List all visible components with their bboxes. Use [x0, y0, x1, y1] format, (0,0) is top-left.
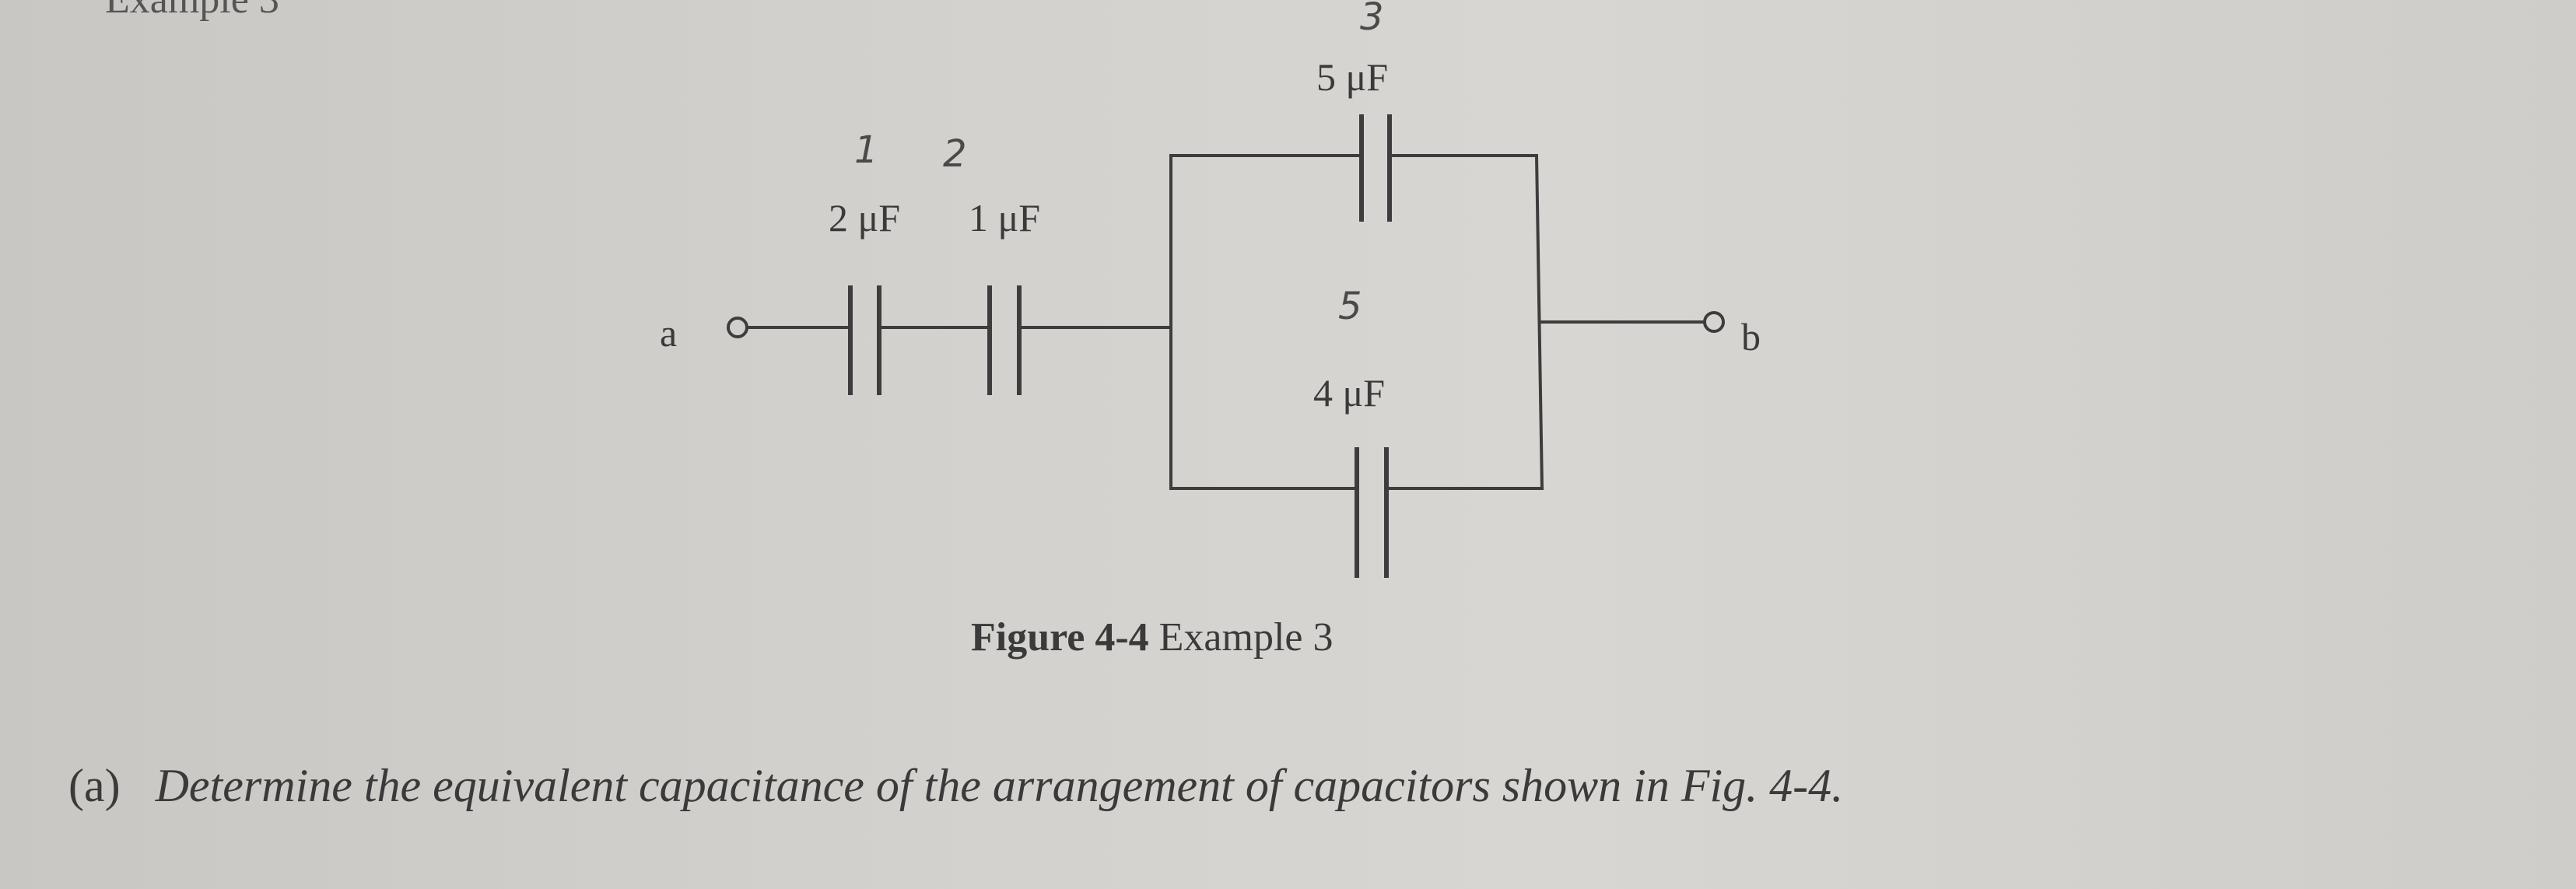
- example-header: Example 3: [105, 0, 279, 20]
- capacitor-1uf-label: 1 μF: [969, 196, 1041, 240]
- handwritten-note-1: 1: [854, 128, 878, 172]
- question-marker: (a): [68, 760, 121, 811]
- terminal-a-label: a: [660, 311, 678, 355]
- figure-number: Figure 4-4: [971, 615, 1149, 660]
- capacitor-5uf-label: 5 μF: [1316, 55, 1389, 99]
- question-text: Determine the equivalent capacitance of …: [155, 760, 1844, 811]
- handwritten-note-3: 3: [1360, 0, 1384, 39]
- handwritten-note-5: 5: [1338, 285, 1362, 328]
- terminal-a-node: [727, 317, 748, 338]
- capacitor-4uf-label: 4 μF: [1313, 371, 1386, 415]
- handwritten-note-2: 2: [943, 132, 967, 176]
- figure-title: Example 3: [1158, 615, 1334, 660]
- question-line: (a) Determine the equivalent capacitance…: [68, 762, 1843, 809]
- terminal-b-label: b: [1741, 315, 1761, 359]
- figure-caption: Figure 4-4 Example 3: [971, 618, 1334, 658]
- terminal-b-node: [1703, 311, 1725, 333]
- capacitor-2uf-label: 2 μF: [829, 196, 901, 240]
